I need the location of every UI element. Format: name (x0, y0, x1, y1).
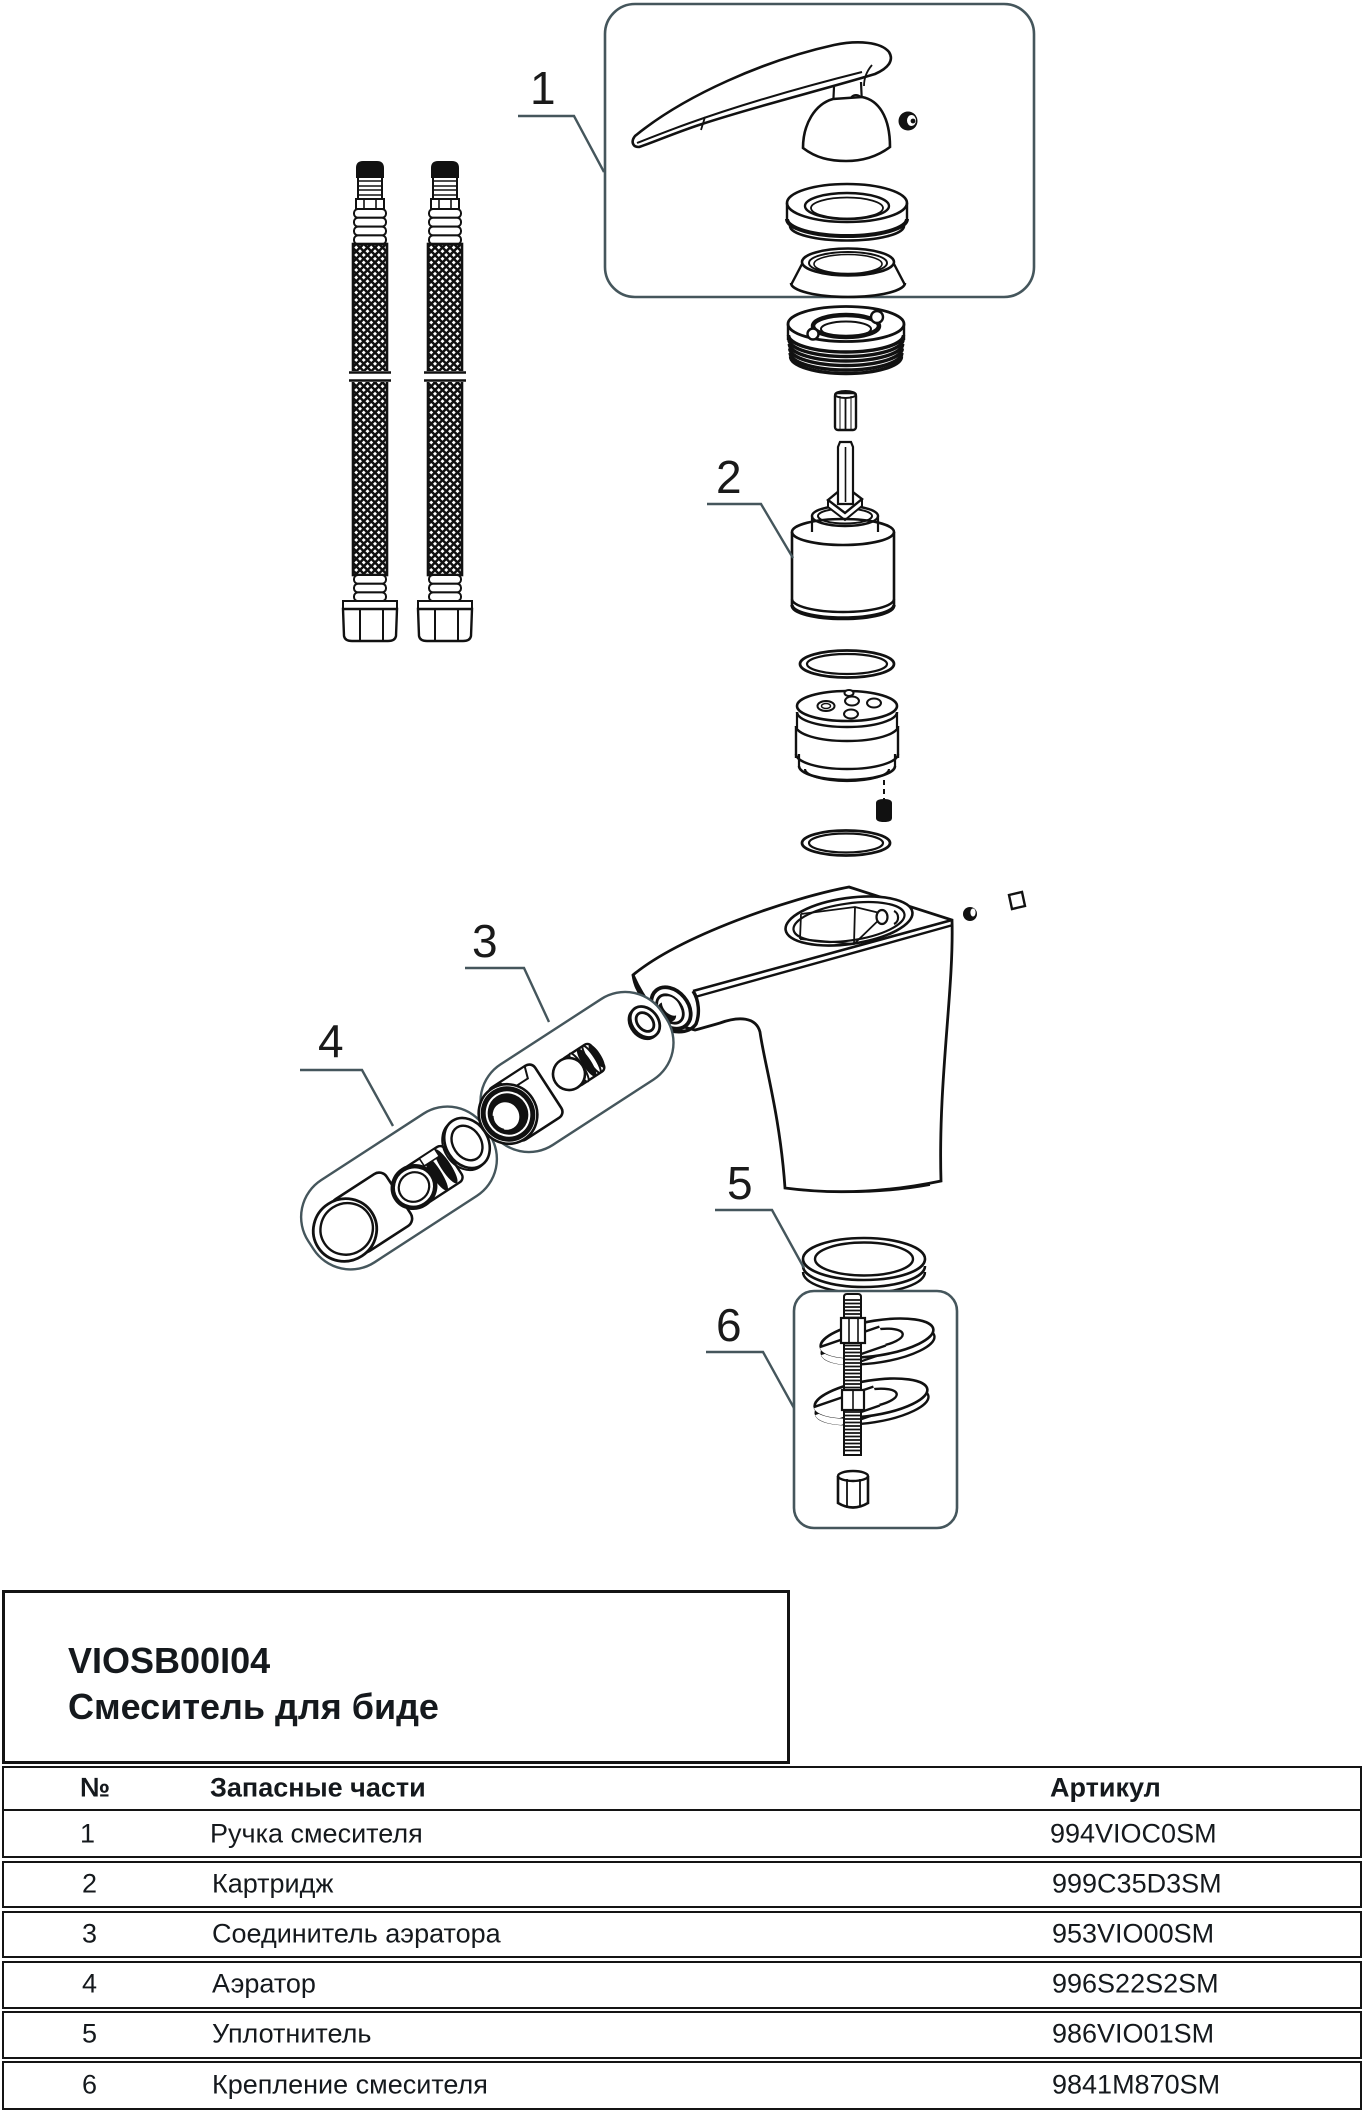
svg-text:3: 3 (472, 915, 498, 967)
svg-text:2: 2 (716, 451, 742, 503)
svg-text:1: 1 (530, 62, 556, 114)
svg-text:6: 6 (716, 1299, 742, 1351)
svg-text:5: 5 (727, 1157, 753, 1209)
svg-text:4: 4 (318, 1015, 344, 1067)
